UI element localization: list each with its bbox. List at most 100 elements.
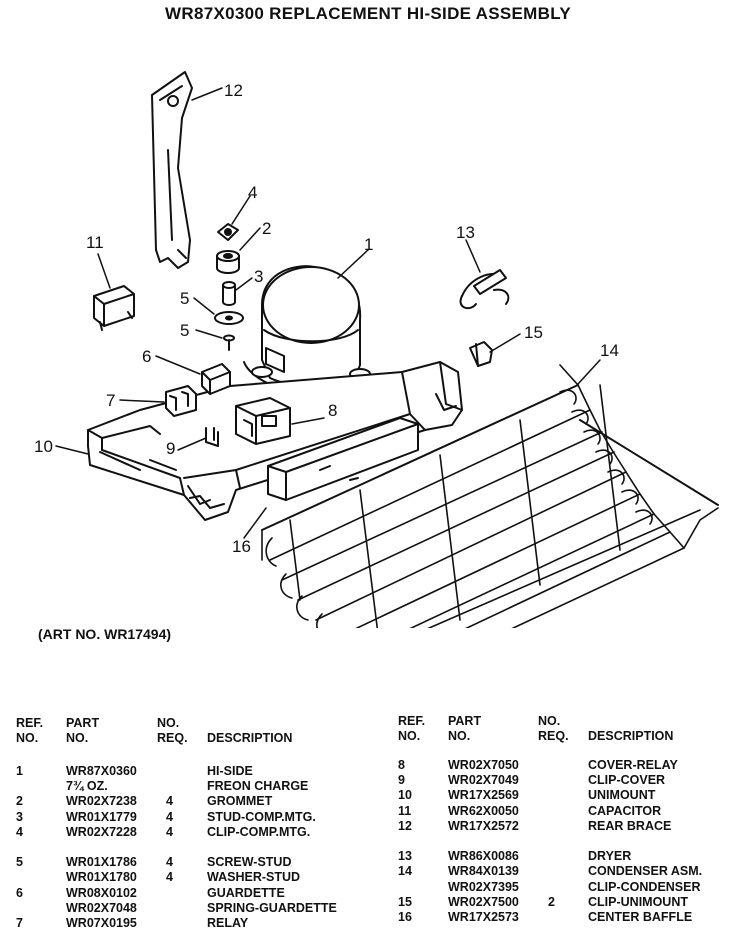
cell-desc: CAPACITOR [588, 803, 662, 818]
callout-5b: 5 [180, 321, 189, 340]
header-desc-right: DESCRIPTION [588, 729, 674, 743]
callout-16: 16 [232, 537, 251, 556]
table-row: 7 WR07X0195 RELAY [16, 916, 376, 931]
rear-brace-part [151, 71, 193, 269]
page-title: WR87X0300 REPLACEMENT HI-SIDE ASSEMBLY [165, 4, 571, 23]
cell-part: WR17X2572 [448, 818, 519, 833]
callout-12: 12 [224, 81, 243, 100]
table-row: 14 WR84X0139 CONDENSER ASM. [398, 864, 728, 879]
cell-part: WR01X1780 [66, 870, 137, 885]
table-row: WR02X7048 SPRING-GUARDETTE [16, 901, 376, 916]
table-row: 11 WR62X0050 CAPACITOR [398, 804, 728, 819]
cell-req: 4 [166, 824, 173, 839]
callout-15: 15 [524, 323, 543, 342]
callout-3: 3 [254, 267, 263, 286]
clip-cover-part [205, 427, 219, 447]
table-row: 16 WR17X2573 CENTER BAFFLE [398, 910, 728, 925]
cell-part: WR02X7050 [448, 758, 519, 772]
cell-part: WR02X7049 [448, 773, 519, 788]
cell-desc: CONDENSER ASM. [588, 864, 703, 879]
callout-11: 11 [86, 233, 104, 252]
guardette-part [201, 363, 231, 395]
cell-ref: 4 [16, 824, 23, 839]
callout-4: 4 [248, 183, 257, 202]
cell-req: 2 [548, 894, 555, 909]
cell-desc: FREON CHARGE [207, 779, 309, 794]
cell-part: WR01X1779 [66, 809, 137, 824]
cell-part: WR84X0139 [448, 864, 519, 879]
relay-part [165, 385, 197, 417]
cell-ref: 7 [16, 915, 23, 930]
cell-desc: REAR BRACE [588, 818, 672, 833]
cell-ref: 8 [398, 758, 405, 772]
cell-desc: WASHER-STUD [207, 870, 301, 885]
header-req-left: NO. REQ. [157, 716, 188, 745]
header-req-right: NO. REQ. [538, 714, 569, 743]
cell-desc: CLIP-CONDENSER [588, 879, 701, 894]
cell-desc: SPRING-GUARDETTE [207, 900, 337, 915]
cell-desc: GROMMET [207, 794, 273, 809]
callout-labels: 12 4 2 11 3 5 5 1 13 15 14 6 7 8 10 9 16 [34, 81, 619, 556]
cell-req: 4 [166, 794, 173, 809]
cell-part: WR87X0360 [66, 764, 137, 778]
cell-part: WR02X7395 [448, 879, 519, 894]
cell-ref: 11 [398, 803, 412, 818]
header-ref-left: REF. NO. [16, 716, 44, 745]
cell-ref: 6 [16, 885, 23, 900]
cell-part: WR02X7048 [66, 900, 137, 915]
callout-14: 14 [600, 341, 619, 360]
cell-part: WR17X2573 [448, 909, 519, 924]
compressor-part [243, 265, 371, 399]
cell-desc: HI-SIDE [207, 764, 253, 778]
cell-ref: 3 [16, 809, 23, 824]
cell-ref: 16 [398, 909, 412, 924]
callout-9: 9 [166, 439, 175, 458]
cell-ref: 15 [398, 894, 412, 909]
header-ref-right: REF. NO. [398, 714, 426, 743]
clip-unimount-part [469, 341, 493, 367]
cell-desc: UNIMOUNT [588, 788, 656, 803]
cell-part: WR07X0195 [66, 915, 137, 930]
callout-8: 8 [328, 401, 337, 420]
callout-1: 1 [364, 235, 373, 254]
header-desc-left: DESCRIPTION [207, 731, 293, 745]
table-row: 9 WR02X7049 CLIP-COVER [398, 773, 728, 788]
cell-desc: DRYER [588, 849, 632, 864]
cell-desc: STUD-COMP.MTG. [207, 809, 316, 824]
cell-desc: CENTER BAFFLE [588, 909, 693, 924]
cell-ref: 9 [398, 773, 405, 788]
cell-desc: CLIP-COVER [588, 773, 666, 788]
cell-ref: 5 [16, 855, 23, 870]
capacitor-part [93, 285, 135, 331]
clip-comp-mtg-part [217, 223, 239, 241]
cell-part: WR02X7238 [66, 794, 137, 809]
cell-part: WR62X0050 [448, 803, 519, 818]
art-number: (ART NO. WR17494) [38, 626, 172, 642]
exploded-assembly-diagram: 12 4 2 11 3 5 5 1 13 15 14 6 7 8 10 9 16 [34, 71, 719, 628]
header-part-left: PART NO. [66, 716, 100, 745]
cell-desc: RELAY [207, 915, 249, 930]
center-baffle-part [267, 417, 419, 501]
callout-10: 10 [34, 437, 53, 456]
header-part-right: PART NO. [448, 714, 482, 743]
cell-ref: 14 [398, 864, 412, 879]
cell-ref: 1 [16, 764, 23, 778]
leader-lines [55, 87, 601, 539]
cell-ref: 13 [398, 849, 412, 864]
callout-2: 2 [262, 219, 271, 238]
callout-7: 7 [106, 391, 115, 410]
screw-stud-part [223, 334, 235, 351]
callout-13: 13 [456, 223, 475, 242]
row-gap [16, 840, 376, 855]
cell-part: WR08X0102 [66, 885, 137, 900]
cell-desc: CLIP-UNIMOUNT [588, 894, 688, 909]
cell-ref: 12 [398, 818, 412, 833]
